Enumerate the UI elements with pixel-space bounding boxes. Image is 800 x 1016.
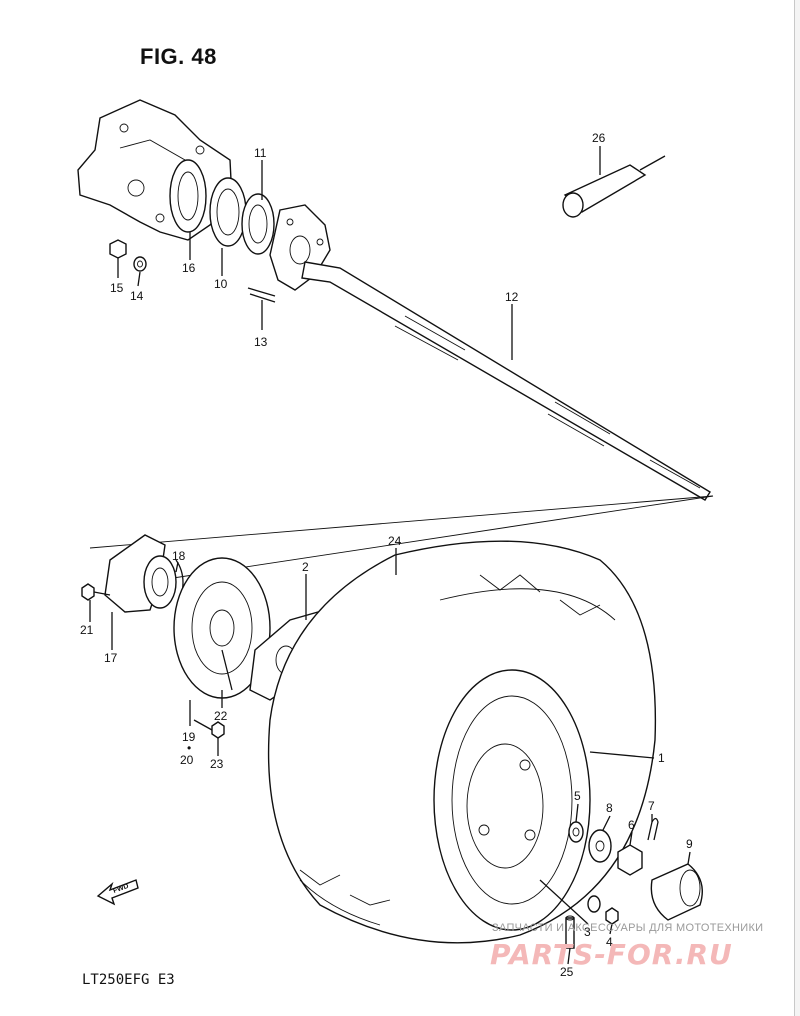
washer-8: [588, 829, 612, 863]
valve-25: [565, 915, 575, 949]
nut-15: [109, 239, 127, 259]
washer-14: [133, 256, 147, 272]
callout-25: 25: [560, 965, 574, 979]
callout-12: 12: [505, 290, 519, 304]
figure-title: FIG. 48: [140, 44, 217, 69]
callout-5: 5: [574, 789, 581, 803]
cap-9: [650, 863, 703, 921]
callout-11: 11: [254, 146, 267, 160]
callout-1: 1: [658, 751, 665, 765]
callout-9: 9: [686, 837, 693, 851]
callout-17: 17: [104, 651, 118, 665]
nut-4: [605, 907, 619, 925]
callout-3: 3: [584, 925, 591, 939]
watermark-subtitle: ЗАПЧАСТИ И АКСЕССУАРЫ ДЛЯ МОТОТЕХНИКИ: [492, 922, 764, 934]
washer-3: [587, 895, 601, 913]
callout-8: 8: [606, 801, 613, 815]
bearing-10: [209, 177, 247, 247]
sprocket-19: [173, 557, 271, 699]
bolt-22: [221, 649, 233, 691]
tool-26: [562, 155, 666, 218]
callout-20: 20: [180, 753, 194, 767]
callout-16: 16: [182, 261, 196, 275]
bearing-11: [241, 193, 275, 255]
model-code: LT250EFG E3: [82, 972, 175, 988]
callout-15: 15: [110, 281, 124, 295]
callout-2: 2: [302, 560, 309, 574]
oil-seal-16: [169, 159, 207, 233]
rear-axle-shaft: [301, 261, 711, 501]
washer-5: [568, 821, 584, 843]
axle-housing: [77, 99, 233, 241]
wheel-rim: [433, 669, 591, 931]
callout-26: 26: [592, 131, 606, 145]
leader-lines: [89, 146, 691, 965]
watermark-site: PARTS-FOR.RU: [490, 938, 733, 971]
callout-24: 24: [388, 534, 402, 548]
callout-23: 23: [210, 757, 224, 771]
callout-7: 7: [648, 799, 655, 813]
fwd-direction-marker: FWD: [96, 879, 139, 906]
bolt-21: [81, 583, 111, 601]
callout-18: 18: [172, 549, 186, 563]
callout-14: 14: [130, 289, 144, 303]
callout-21: 21: [80, 623, 94, 637]
arrow-icon: [96, 879, 139, 906]
callout-19: 19: [182, 730, 196, 744]
hub-17: [104, 534, 177, 613]
callout-22: 22: [214, 709, 228, 723]
page-edge: [794, 0, 800, 1016]
callout-13: 13: [254, 335, 268, 349]
cotter-pin-7: [647, 817, 659, 841]
nut-23: [211, 721, 225, 739]
nut-6: [617, 844, 643, 876]
callout-4: 4: [606, 935, 613, 949]
callout-6: 6: [628, 818, 635, 832]
callout-dot: •: [187, 741, 191, 755]
stud-13: [247, 287, 276, 303]
callout-10: 10: [214, 277, 228, 291]
